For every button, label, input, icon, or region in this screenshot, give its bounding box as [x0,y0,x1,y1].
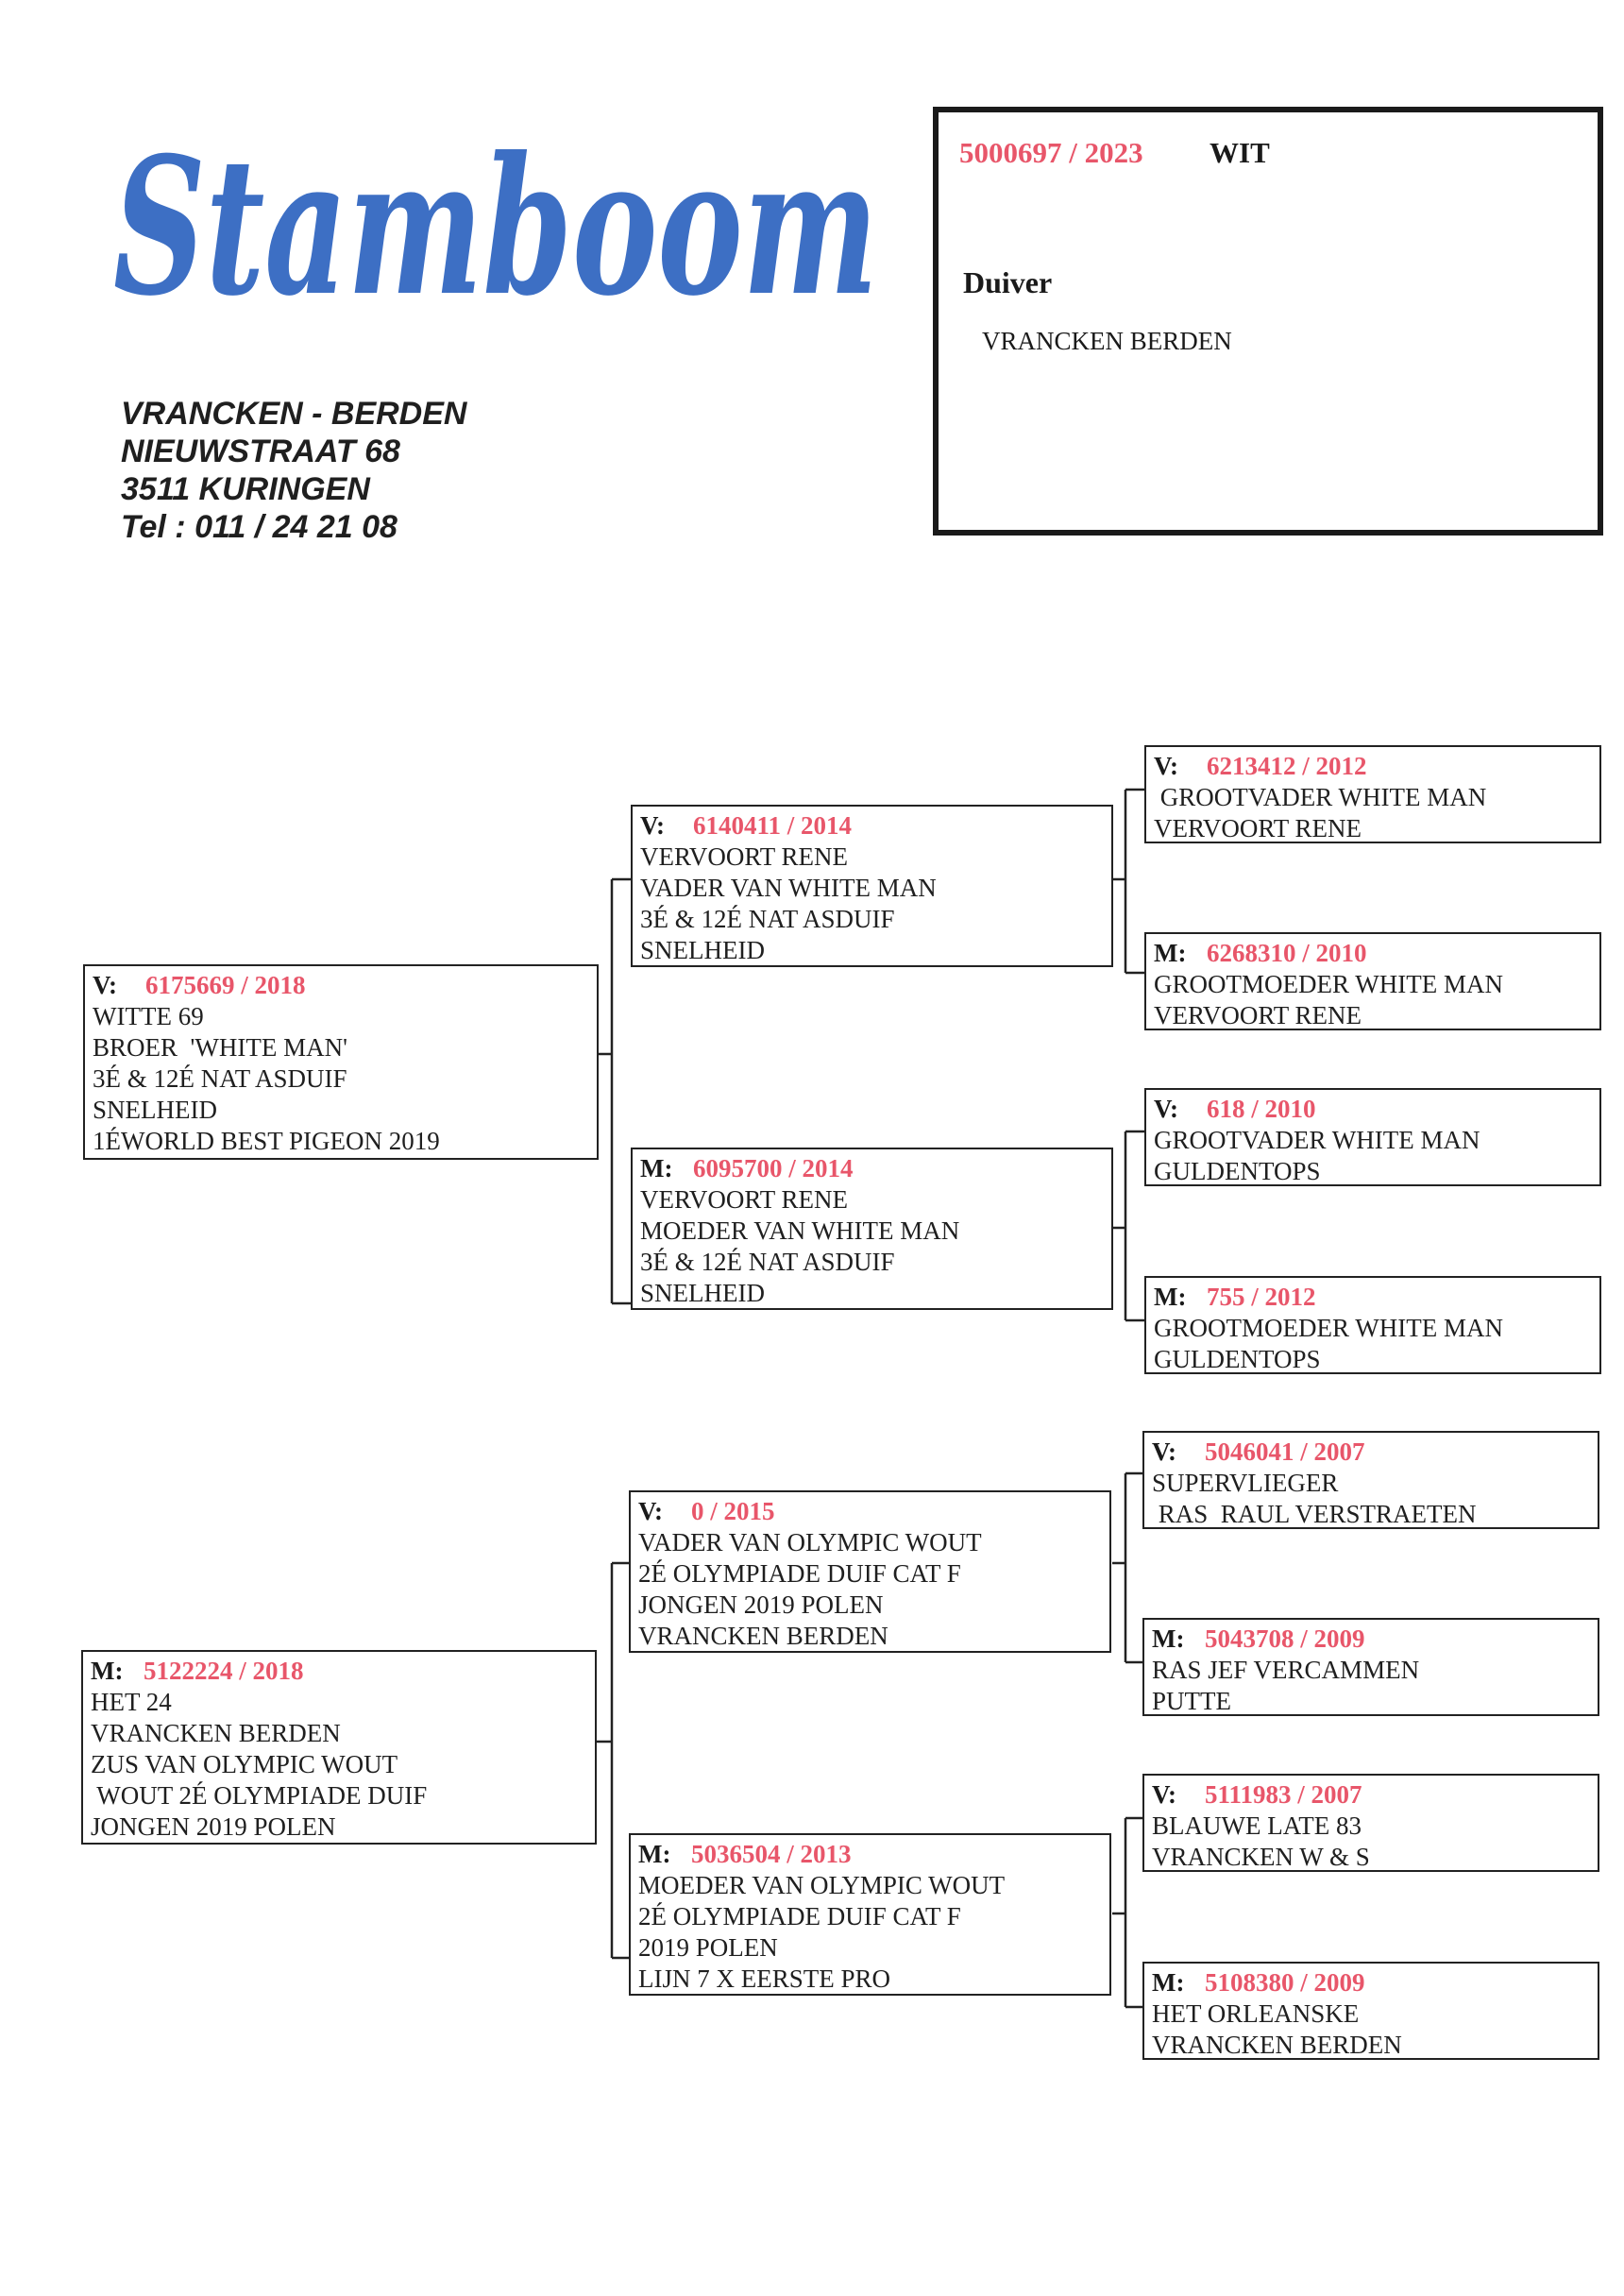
info-line: RAS JEF VERCAMMEN [1152,1656,1420,1684]
info-line: 3É & 12É NAT ASDUIF [93,1064,347,1093]
ring-number: 6213412 / 2012 [1207,752,1367,780]
info-line: 1ÉWORLD BEST PIGEON 2019 [93,1127,440,1155]
address-line: NIEUWSTRAAT 68 [121,434,400,469]
sex-label: M: [1154,939,1187,967]
address-line: Tel : 011 / 24 21 08 [121,509,398,545]
sex-label: M: [1154,1283,1187,1311]
sex-label: M: [91,1657,124,1685]
info-line: GROOTMOEDER WHITE MAN [1154,970,1503,998]
info-line: HET ORLEANSKE [1152,1999,1360,2028]
info-line: GROOTVADER WHITE MAN [1154,1126,1480,1154]
info-line: MOEDER VAN OLYMPIC WOUT [638,1871,1006,1899]
info-line: ZUS VAN OLYMPIC WOUT [91,1750,398,1778]
info-line: MOEDER VAN WHITE MAN [640,1216,960,1245]
info-line: VERVOORT RENE [1154,1001,1362,1029]
ring-number: 5122224 / 2018 [144,1657,304,1685]
pedigree-mother: M:5122224 / 2018 HET 24 VRANCKEN BERDEN … [81,1650,597,1845]
pedigree-grandfather-paternal: V: 6140411 / 2014 VERVOORT RENE VADER VAN… [631,805,1113,967]
info-line: 2019 POLEN [638,1933,778,1962]
info-line: SNELHEID [640,1279,765,1307]
info-line: RAS RAUL VERSTRAETEN [1152,1500,1477,1528]
pedigree-ggf-1: V: 6213412 / 2012 GROOTVADER WHITE MAN VE… [1144,745,1601,843]
info-line: WOUT 2É OLYMPIADE DUIF [91,1781,428,1810]
info-line: 2É OLYMPIADE DUIF CAT F [638,1559,961,1588]
ring-number: 5111983 / 2007 [1205,1780,1362,1809]
ring-number: 6175669 / 2018 [145,971,306,999]
address-line: VRANCKEN - BERDEN [121,396,467,432]
info-line: WITTE 69 [93,1002,204,1030]
info-line: JONGEN 2019 POLEN [91,1812,336,1841]
info-line: HET 24 [91,1688,172,1716]
ring-number: 5108380 / 2009 [1205,1968,1365,1997]
pedigree-grandfather-maternal: V: 0 / 2015 VADER VAN OLYMPIC WOUT 2É OLY… [629,1490,1111,1653]
info-line: PUTTE [1152,1687,1231,1715]
pedigree-grandmother-maternal: M: 5036504 / 2013 MOEDER VAN OLYMPIC WOUT… [629,1833,1111,1996]
info-line: VADER VAN WHITE MAN [640,874,937,902]
sex-label: V: [1152,1780,1177,1809]
sex-label: V: [93,971,118,999]
pedigree-grandmother-paternal: M: 6095700 / 2014 VERVOORT RENE MOEDER VA… [631,1148,1113,1310]
sex-label: V: [1154,752,1179,780]
info-line: VERVOORT RENE [640,842,848,871]
info-line: VRANCKEN W & S [1152,1843,1370,1871]
info-line: SUPERVLIEGER [1152,1469,1339,1497]
sex-label: M: [638,1840,671,1868]
info-line: LIJN 7 X EERSTE PRO [638,1964,891,1993]
info-line: GULDENTOPS [1154,1157,1321,1185]
pedigree-father: V: 6175669 / 2018 WITTE 69 BROER 'WHITE M… [83,964,599,1160]
info-line: BROER 'WHITE MAN' [93,1033,347,1062]
sex-label: M: [640,1154,673,1182]
info-line: 3É & 12É NAT ASDUIF [640,905,895,933]
pedigree-ggf-4: V: 5111983 / 2007 BLAUWE LATE 83 VRANCKEN… [1142,1774,1599,1872]
info-line: SNELHEID [93,1096,217,1124]
ring-number: 6095700 / 2014 [693,1154,854,1182]
sex-label: M: [1152,1968,1185,1997]
info-line: VRANCKEN BERDEN [1152,2031,1402,2059]
ring-number: 6268310 / 2010 [1207,939,1367,967]
ring-number: 5046041 / 2007 [1205,1437,1365,1466]
pigeon-owner: VRANCKEN BERDEN [982,327,1232,355]
pedigree-ggm-4: M: 5108380 / 2009 HET ORLEANSKE VRANCKEN … [1142,1962,1599,2060]
sex-label: V: [1154,1095,1179,1123]
info-line: GULDENTOPS [1154,1345,1321,1373]
pigeon-sex: Duiver [963,265,1053,299]
info-line: JONGEN 2019 POLEN [638,1590,884,1619]
pedigree-ggm-3: M: 5043708 / 2009 RAS JEF VERCAMMEN PUTTE [1142,1618,1599,1716]
ring-number: 5036504 / 2013 [691,1840,852,1868]
ring-number: 5043708 / 2009 [1205,1624,1365,1653]
info-line: VRANCKEN BERDEN [91,1719,341,1747]
pigeon-color: WIT [1210,136,1270,169]
logo-text: Stamboom [113,116,878,338]
stamboom-logo: Stamboom [113,116,878,338]
info-line: VADER VAN OLYMPIC WOUT [638,1528,982,1556]
info-line: 3É & 12É NAT ASDUIF [640,1248,895,1276]
pigeon-id-box: 5000697 / 2023 WIT Duiver VRANCKEN BERDE… [933,107,1603,536]
pedigree-ggf-3: V: 5046041 / 2007 SUPERVLIEGER RAS RAUL V… [1142,1431,1599,1529]
ring-number: 755 / 2012 [1207,1283,1316,1311]
ring-number: 618 / 2010 [1207,1095,1316,1123]
sex-label: V: [640,811,666,840]
ring-number: 6140411 / 2014 [693,811,853,840]
info-line: SNELHEID [640,936,765,964]
sex-label: V: [1152,1437,1177,1466]
pedigree-ggf-2: V: 618 / 2010 GROOTVADER WHITE MAN GULDEN… [1144,1088,1601,1186]
ring-number: 0 / 2015 [691,1497,775,1525]
pedigree-ggm-2: M: 755 / 2012 GROOTMOEDER WHITE MAN GULDE… [1144,1276,1601,1374]
owner-address: VRANCKEN - BERDEN NIEUWSTRAAT 68 3511 KU… [121,395,466,546]
address-line: 3511 KURINGEN [121,471,370,507]
info-line: VERVOORT RENE [640,1185,848,1214]
pigeon-ring-number: 5000697 / 2023 [959,136,1143,169]
info-line: GROOTVADER WHITE MAN [1154,783,1487,811]
info-line: 2É OLYMPIADE DUIF CAT F [638,1902,961,1930]
sex-label: M: [1152,1624,1185,1653]
pedigree-ggm-1: M: 6268310 / 2010 GROOTMOEDER WHITE MAN V… [1144,932,1601,1030]
sex-label: V: [638,1497,664,1525]
info-line: VERVOORT RENE [1154,814,1362,842]
info-line: VRANCKEN BERDEN [638,1622,888,1650]
info-line: GROOTMOEDER WHITE MAN [1154,1314,1503,1342]
info-line: BLAUWE LATE 83 [1152,1811,1362,1840]
